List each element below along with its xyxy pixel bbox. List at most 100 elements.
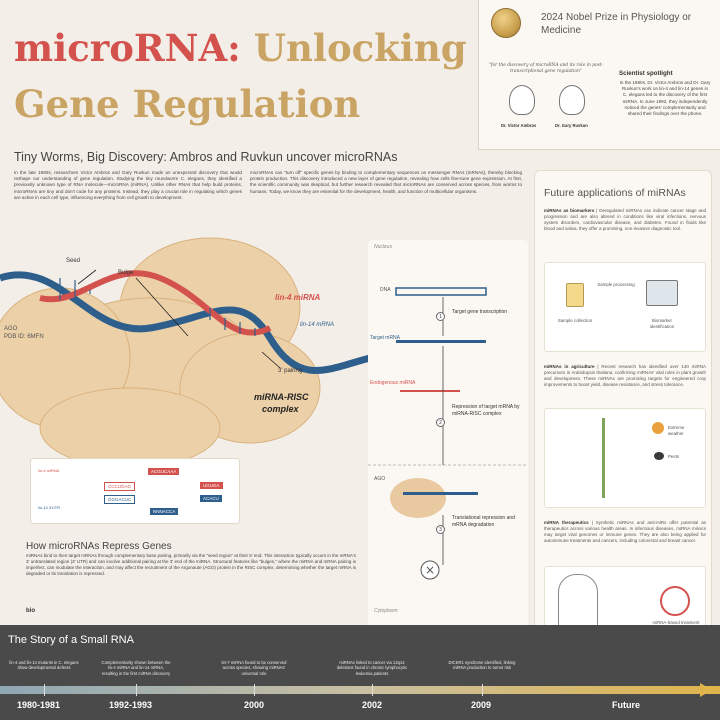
- svg-text:×: ×: [425, 563, 435, 577]
- biomarkers-title: miRNAs as biomarkers: [544, 208, 595, 213]
- therapeutics-title: miRNA therapeutics: [544, 520, 589, 525]
- poster-title-line2: Gene Regulation: [14, 82, 361, 126]
- timeline-year: Future: [612, 700, 640, 710]
- agriculture-illustration: [544, 408, 706, 508]
- sample-jar-icon: [566, 283, 584, 307]
- seq-lin14-label: lin-14 3'UTR: [38, 505, 61, 510]
- base-pair-rungs: [59, 278, 256, 336]
- timeline-heading: The Story of a Small RNA: [8, 634, 134, 646]
- endogenous-mirna-label: Endogenous miRNA: [370, 380, 416, 386]
- nobel-citation: "for the discovery of microRNA and its r…: [488, 63, 604, 74]
- ago-complex-shape: [390, 478, 446, 518]
- timeline-event-text: let-7 miRNA found to be conserved across…: [221, 660, 287, 676]
- seed-label: Seed: [66, 258, 81, 264]
- biomarker-identification-label: Biomarker identification: [649, 318, 675, 329]
- spotlight-title: Scientist spotlight: [619, 70, 673, 77]
- therapeutics-text: miRNA therapeutics | Synthetic miRNAs an…: [544, 520, 707, 544]
- intro-column-2: microRNAs can "turn off" specific genes …: [250, 170, 522, 194]
- seq-bot-3: ACACU: [200, 495, 222, 502]
- timeline-year: 2009: [471, 700, 492, 710]
- timeline-event-text: Complementarity shown between the lin-4 …: [101, 660, 171, 676]
- agriculture-title: miRNAs in agriculture: [544, 364, 595, 369]
- target-mrna-strand: [396, 340, 486, 343]
- timeline-event-text: DICER1 syndrome identified, linking miRN…: [448, 660, 516, 671]
- biomarkers-body: Deregulated miRNAs can indicate cancer s…: [544, 208, 706, 232]
- timeline-tick: [136, 684, 137, 696]
- nobel-title: 2024 Nobel Prize in Physiology or Medici…: [541, 12, 692, 36]
- seq-top-2: ACGUCAAA: [148, 468, 180, 475]
- title-microrna: microRNA:: [14, 26, 241, 70]
- degradation-x-icon: [420, 560, 440, 580]
- pathway-diagram: ×: [368, 287, 528, 580]
- lin4-mirna-label: lin-4 miRNA: [275, 293, 321, 302]
- timeline-tick: [482, 684, 483, 696]
- mirna-treatment-label: miRNA-based treatment: [652, 620, 700, 625]
- seq-lin4-label: lin-4 miRNA: [38, 468, 60, 473]
- timeline-year: 1992-1993: [109, 700, 153, 710]
- pests-label: Pests: [668, 454, 679, 459]
- lin14-mrna-label: lin-14 mRNA: [300, 322, 335, 328]
- timeline-event-text: lin-4 and lin-14 mutants in C. elegans s…: [9, 660, 79, 671]
- timeline-year: 2002: [362, 700, 383, 710]
- extreme-weather-label: Extreme weather: [668, 425, 685, 436]
- timeline-tick: [254, 684, 255, 696]
- timeline-tick: [44, 684, 45, 696]
- thermometer-icon: [652, 422, 664, 434]
- future-heading: Future applications of miRNAs: [544, 187, 686, 199]
- pdb-id-label: PDB ID: 6MFN: [4, 334, 44, 340]
- endogenous-mirna-strand: [400, 390, 460, 392]
- section-subtitle: Tiny Worms, Big Discovery: Ambros and Ru…: [14, 150, 398, 164]
- intro-column-1: In the late 1980s, researchers Victor Am…: [14, 170, 242, 200]
- computer-icon: [646, 280, 678, 306]
- step-3-text: Translational repression and mRNA degrad…: [452, 515, 515, 528]
- laureate-name-ambros: Dr. Victor Ambros: [501, 123, 537, 128]
- timeline-arrow-icon: [700, 683, 712, 697]
- risc-label-line1: miRNA-RISC: [254, 392, 309, 402]
- bio-logo: bio: [26, 608, 35, 614]
- agriculture-body: Recent research has identified over 140 …: [544, 364, 706, 388]
- biomarkers-illustration: [544, 262, 706, 352]
- poster-title-line1: microRNA: Unlocking: [14, 26, 467, 70]
- mirna-structure-illustration: [0, 237, 370, 469]
- dna-label: DNA: [380, 287, 391, 293]
- ambros-portrait-icon: [509, 85, 535, 115]
- seq-bot-1: GGGACUC: [104, 495, 136, 504]
- dna-double-strand: [395, 287, 487, 296]
- sample-processing-label: Sample processing: [597, 282, 635, 287]
- sequence-alignment-box: [30, 458, 240, 524]
- patient-icon: [558, 574, 598, 634]
- bulge-label: Bulge: [118, 270, 134, 276]
- mirna-treatment-icon: [660, 586, 690, 616]
- nobel-medal-icon: [491, 8, 521, 38]
- nobel-panel: 2024 Nobel Prize in Physiology or Medici…: [478, 0, 720, 150]
- nucleus-label: Nucleus: [374, 244, 393, 250]
- cytoplasm-label: Cytoplasm: [374, 608, 398, 614]
- timeline-section: [0, 625, 720, 720]
- target-mrna-label: Target mRNA: [370, 335, 401, 341]
- seq-bot-2: NNNACCA: [150, 508, 179, 515]
- therapeutics-body: Synthetic miRNAs and anti-miRs offer pot…: [544, 520, 707, 544]
- timeline-bar: [0, 686, 720, 694]
- step-2-text: Repression of target mRNA by miRNA-RISC …: [452, 404, 520, 417]
- ruvkun-portrait-icon: [559, 85, 585, 115]
- three-prime-pairing-label: 3' pairing: [278, 368, 303, 374]
- sample-collection-label: Sample collection: [557, 318, 593, 323]
- timeline-year: 1980-1981: [17, 700, 61, 710]
- timeline-tick: [372, 684, 373, 696]
- step-1-text: Target gene transcription: [452, 309, 508, 315]
- step-3-badge: 3: [436, 525, 445, 534]
- step-1-badge: 1: [436, 312, 445, 321]
- repress-text: miRNAs bind to their target mRNAs throug…: [26, 553, 356, 577]
- risc-label-line2: complex: [262, 404, 299, 414]
- step-2-badge: 2: [436, 418, 445, 427]
- timeline-year: 2000: [244, 700, 265, 710]
- plant-icon: [602, 418, 605, 498]
- pest-icon: [654, 452, 664, 460]
- pathway-panel: [368, 240, 528, 630]
- agriculture-text: miRNAs in agriculture | Recent research …: [544, 364, 706, 388]
- ago-protein-shape: [0, 237, 321, 469]
- seq-top-1: CCCUGAG: [104, 482, 136, 491]
- repress-heading: How microRNAs Repress Genes: [26, 541, 172, 552]
- timeline-event-text: miRNAs linked to cancer via 13q14 deleti…: [336, 660, 408, 676]
